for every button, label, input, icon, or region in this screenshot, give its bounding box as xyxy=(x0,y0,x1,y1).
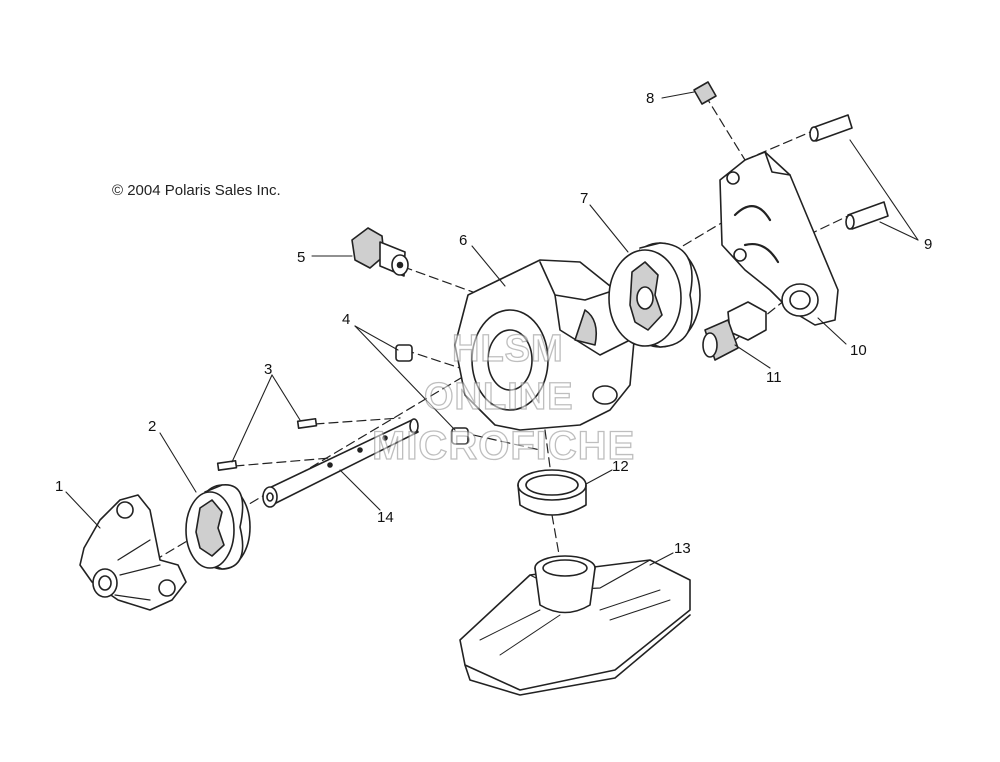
callout-1: 1 xyxy=(55,478,64,495)
callout-7: 7 xyxy=(580,190,589,207)
part-2-gear-rotor xyxy=(185,484,251,570)
watermark-line-2: ONLINE xyxy=(423,376,574,418)
part-1-end-cover xyxy=(79,494,187,611)
leader-lines xyxy=(65,91,919,566)
watermark-line-3: MICROFICHE xyxy=(371,424,636,468)
callout-13: 13 xyxy=(674,540,691,557)
part-8-dowel xyxy=(693,81,717,105)
part-13-oil-screen xyxy=(459,555,691,696)
watermark-line-1: HLSM xyxy=(451,328,564,370)
part-3-pins xyxy=(216,417,318,472)
callout-11: 11 xyxy=(766,369,782,386)
part-7-outer-rotor xyxy=(608,242,701,348)
part-14-drive-shaft xyxy=(262,418,419,508)
copyright-notice: © 2004 Polaris Sales Inc. xyxy=(112,182,281,199)
callout-2: 2 xyxy=(148,418,157,435)
callout-6: 6 xyxy=(459,232,468,249)
callout-14: 14 xyxy=(377,509,394,526)
callout-3: 3 xyxy=(264,361,273,378)
part-9-pins xyxy=(809,114,889,230)
part-11-fitting xyxy=(702,301,767,361)
part-6-pump-housing xyxy=(454,259,636,431)
callout-10: 10 xyxy=(850,342,867,359)
part-4-bushings xyxy=(395,344,469,445)
callout-4: 4 xyxy=(342,311,351,328)
part-10-pump-cover xyxy=(719,151,839,326)
part-12-seal-ring xyxy=(517,469,587,516)
callout-8: 8 xyxy=(646,90,655,107)
callout-9: 9 xyxy=(924,236,933,253)
callout-5: 5 xyxy=(297,249,306,266)
part-5-fitting xyxy=(351,227,409,277)
callout-12: 12 xyxy=(612,458,629,475)
